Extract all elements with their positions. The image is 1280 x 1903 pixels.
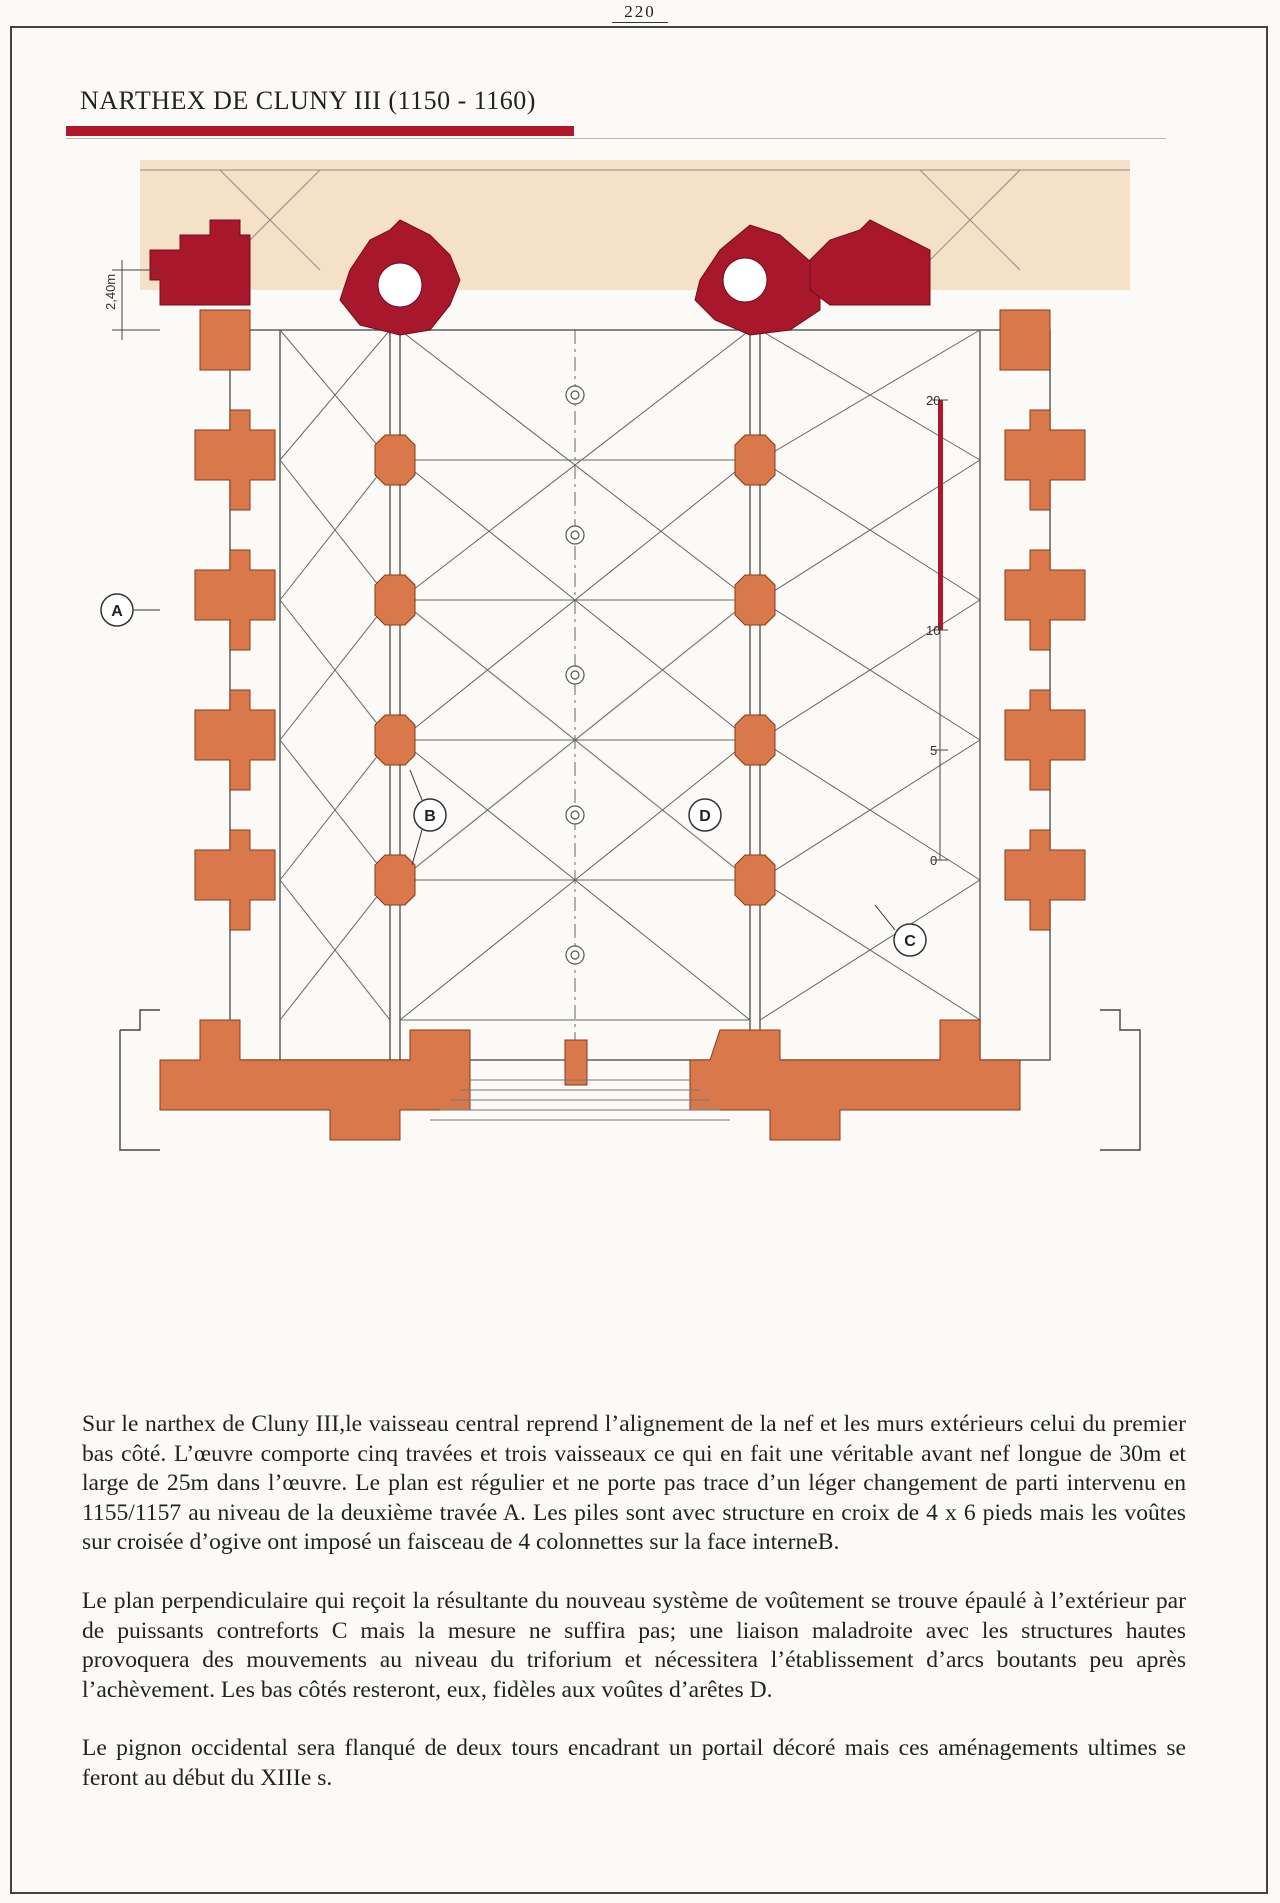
paragraph-3: Le pignon occidental sera flanqué de deu… xyxy=(82,1735,1186,1791)
marker-A-circle xyxy=(100,593,134,627)
scale-10: 10 xyxy=(926,623,940,638)
west-facade-right xyxy=(689,1019,1021,1141)
marker-D: D xyxy=(699,808,711,825)
title-rule xyxy=(66,138,1166,139)
marker-C-circle xyxy=(893,923,927,957)
title-underline xyxy=(66,126,574,136)
marker-C: C xyxy=(904,933,916,950)
page-number: 220 xyxy=(0,2,1280,23)
scale-5: 5 xyxy=(930,743,937,758)
tower-left xyxy=(149,219,251,306)
scale-bar xyxy=(932,399,948,861)
scale-0: 0 xyxy=(930,853,937,868)
paragraph-1: Sur le narthex de Cluny III,le vaisseau … xyxy=(82,1411,1186,1556)
paragraph-2: Le plan perpendiculaire qui reçoit la ré… xyxy=(82,1587,1186,1703)
west-facade-left xyxy=(159,1019,471,1141)
nave-band xyxy=(140,160,1130,290)
page-frame xyxy=(10,26,1268,1894)
tower-right xyxy=(809,219,931,306)
scale-20: 20 xyxy=(926,393,940,408)
page-title: NARTHEX DE CLUNY III (1150 - 1160) xyxy=(80,86,536,115)
marker-B: B xyxy=(424,808,436,825)
marker-A: A xyxy=(111,603,123,620)
marker-D-circle xyxy=(688,798,722,832)
body-text: Sur le narthex de Cluny III,le vaisseau … xyxy=(82,1410,1186,1823)
marker-B-circle xyxy=(413,798,447,832)
dimension-label: 2,40m xyxy=(103,274,118,310)
narthex-floor-plan: 2,40m 20 10 5 0 A B C D xyxy=(100,160,1141,1151)
